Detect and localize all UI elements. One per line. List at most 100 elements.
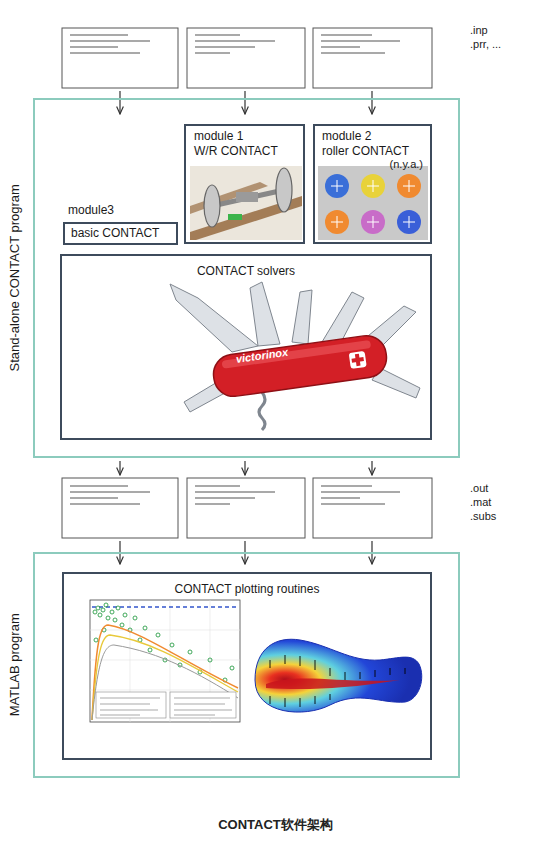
creep-curve-chart <box>100 709 158 710</box>
wheelset-picture <box>190 182 268 214</box>
contact-patch-heatmap <box>285 655 286 664</box>
contact-patch-heatmap <box>330 668 331 676</box>
contact-patch-heatmap <box>360 672 361 679</box>
document-lines <box>70 485 128 486</box>
creep-curve-chart <box>104 603 108 607</box>
document-lines <box>195 503 230 504</box>
roller-balls-picture <box>361 210 385 234</box>
module-box: module 1W/R CONTACT <box>184 124 305 244</box>
module-title: roller CONTACT <box>322 144 409 158</box>
creep-curve-chart <box>92 625 238 720</box>
roller-balls-picture <box>325 210 349 234</box>
contact-patch-heatmap <box>345 672 346 680</box>
creep-curve-chart <box>90 600 240 722</box>
creep-curve-chart <box>92 645 238 720</box>
roller-balls-picture <box>367 186 379 187</box>
contact-patch-heatmap <box>300 656 301 666</box>
creep-curve-chart <box>208 658 212 662</box>
swiss-knife-picture <box>349 351 367 369</box>
creep-curve-chart <box>156 633 160 637</box>
creep-curve-chart <box>123 613 127 617</box>
document-lines <box>195 497 255 498</box>
document-lines <box>321 34 372 35</box>
flow-arrows <box>371 461 372 475</box>
creep-curve-chart <box>230 666 234 670</box>
input-documents <box>62 28 432 88</box>
roller-balls-picture <box>397 174 421 198</box>
creep-curve-chart <box>143 626 147 630</box>
creep-curve-chart <box>96 606 100 610</box>
document-lines <box>321 52 385 53</box>
wheelset-picture <box>190 166 302 240</box>
wheelset-picture <box>212 190 284 206</box>
creep-curve-chart <box>174 709 232 710</box>
creep-curve-chart <box>92 606 238 607</box>
program-box: MATLAB programCONTACT plotting routines <box>33 552 460 778</box>
box-title: CONTACT plotting routines <box>64 582 430 596</box>
roller-balls-picture <box>331 222 343 223</box>
plotting-box: CONTACT plotting routines <box>62 572 432 760</box>
swiss-knife-picture <box>170 282 420 430</box>
creep-curve-chart <box>90 600 240 722</box>
roller-balls-picture <box>397 210 421 234</box>
creep-curve-chart <box>94 638 98 642</box>
document-lines <box>70 34 128 35</box>
module-title: W/R CONTACT <box>194 144 278 158</box>
flow-arrows <box>371 91 372 114</box>
roller-balls-picture <box>331 186 343 187</box>
creep-curve-chart <box>101 608 105 612</box>
module-box: module3basic CONTACT <box>63 222 178 245</box>
document-lines <box>195 40 275 41</box>
roller-balls-picture <box>403 186 415 187</box>
module-name: module 1 <box>194 129 243 143</box>
creep-curve-chart <box>174 697 230 698</box>
document-lines <box>70 486 400 504</box>
roller-balls-picture <box>318 166 428 240</box>
wheelset-picture <box>236 192 258 202</box>
output-documents <box>62 478 432 538</box>
swiss-knife-picture <box>259 392 265 430</box>
vertical-title: MATLAB program <box>7 515 23 815</box>
creep-curve-chart <box>90 690 240 691</box>
contact-patch-heatmap <box>285 698 286 707</box>
program-box: Stand-alone CONTACT programmodule 1W/R C… <box>33 98 460 458</box>
contact-patch-heatmap <box>270 660 271 668</box>
file-extension: .inp <box>470 24 488 37</box>
box-title: CONTACT solvers <box>62 264 430 278</box>
swiss-knife-picture <box>292 290 312 344</box>
module-title: basic CONTACT <box>71 226 159 240</box>
input-documents <box>187 28 305 88</box>
creep-curve-chart <box>110 610 114 614</box>
contact-patch-heatmap <box>300 698 301 707</box>
output-documents <box>62 478 178 538</box>
contact-patch-heatmap <box>255 639 422 712</box>
swiss-knife-picture <box>170 284 258 352</box>
creep-curve-chart <box>106 616 110 620</box>
contact-patch-heatmap <box>270 655 405 707</box>
creep-curve-chart <box>90 600 240 722</box>
roller-balls-picture <box>325 174 349 198</box>
document-lines <box>321 497 360 498</box>
swiss-knife-picture <box>211 333 389 399</box>
output-documents <box>313 478 432 538</box>
creep-curve-chart <box>93 603 234 682</box>
creep-curve-chart <box>100 714 140 715</box>
flow-arrows <box>119 461 120 475</box>
document-lines <box>70 52 140 53</box>
contact-patch-heatmap <box>315 696 316 704</box>
output-documents <box>187 478 305 538</box>
status-note: (n.y.a.) <box>365 158 423 171</box>
input-documents <box>62 28 178 88</box>
flow-arrows <box>120 91 372 564</box>
document-lines <box>195 34 240 35</box>
contact-patch-heatmap <box>270 696 271 704</box>
document-lines <box>195 52 230 53</box>
file-extension: .subs <box>470 510 496 523</box>
document-lines <box>195 491 275 492</box>
swiss-knife-picture <box>211 333 389 399</box>
creep-curve-chart <box>174 714 215 715</box>
figure-caption: CONTACT软件架构 <box>0 816 551 834</box>
creep-curve-chart <box>113 618 117 622</box>
swiss-knife-picture <box>222 340 372 369</box>
